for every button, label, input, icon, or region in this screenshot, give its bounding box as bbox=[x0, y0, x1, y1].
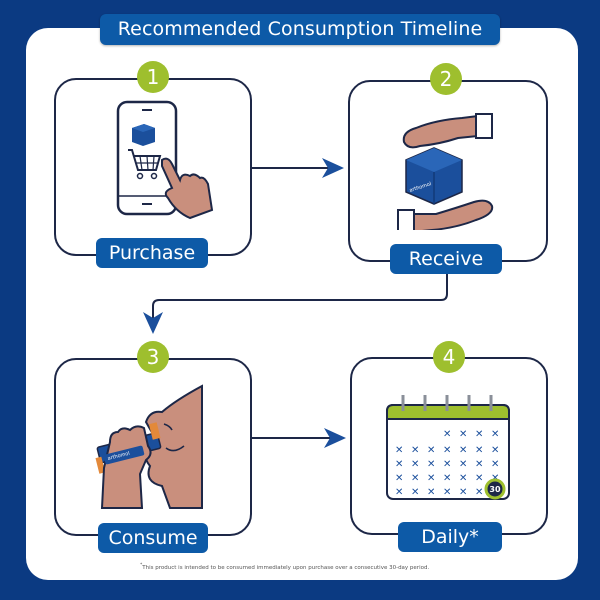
svg-text:✕: ✕ bbox=[427, 445, 435, 456]
svg-text:✕: ✕ bbox=[395, 459, 403, 470]
svg-text:✕: ✕ bbox=[491, 459, 499, 470]
svg-text:✕: ✕ bbox=[427, 459, 435, 470]
svg-text:✕: ✕ bbox=[395, 473, 403, 484]
svg-text:✕: ✕ bbox=[443, 487, 451, 498]
step-label-receive: Receive bbox=[390, 244, 502, 274]
page-title: Recommended Consumption Timeline bbox=[100, 14, 500, 45]
svg-text:✕: ✕ bbox=[427, 487, 435, 498]
svg-text:✕: ✕ bbox=[459, 445, 467, 456]
svg-text:✕: ✕ bbox=[459, 473, 467, 484]
svg-text:✕: ✕ bbox=[459, 429, 467, 440]
step-label-daily: Daily* bbox=[398, 522, 502, 552]
svg-text:✕: ✕ bbox=[411, 473, 419, 484]
svg-text:✕: ✕ bbox=[395, 445, 403, 456]
hands-box-icon: arthomol bbox=[397, 113, 494, 230]
svg-text:✕: ✕ bbox=[443, 429, 451, 440]
svg-text:✕: ✕ bbox=[475, 445, 483, 456]
svg-text:✕: ✕ bbox=[459, 487, 467, 498]
svg-text:✕: ✕ bbox=[443, 445, 451, 456]
svg-text:✕: ✕ bbox=[475, 473, 483, 484]
svg-text:30: 30 bbox=[489, 485, 501, 494]
calendar-30-days-icon: ✕ ✕ ✕ ✕ ✕ ✕ ✕ ✕ ✕ ✕ ✕ ✕ ✕ ✕ ✕ ✕ ✕ ✕ ✕ ✕ ✕ ✕ ✕ ✕ ✕ ✕ ✕ ✕ ✕ ✕ ✕ 30 bbox=[386, 395, 510, 500]
arrow-down-icon bbox=[143, 312, 163, 334]
svg-text:✕: ✕ bbox=[459, 459, 467, 470]
svg-text:arthomol: arthomol bbox=[107, 451, 130, 462]
arrow-right-icon bbox=[324, 428, 346, 448]
footnote-marker: * bbox=[140, 563, 143, 568]
svg-text:✕: ✕ bbox=[443, 459, 451, 470]
svg-text:✕: ✕ bbox=[427, 473, 435, 484]
drinking-vial-icon: arthomol bbox=[95, 384, 203, 509]
svg-text:✕: ✕ bbox=[411, 445, 419, 456]
step-label-consume: Consume bbox=[98, 523, 208, 553]
arrow-right-icon bbox=[322, 158, 344, 178]
svg-text:✕: ✕ bbox=[411, 459, 419, 470]
svg-text:✕: ✕ bbox=[475, 429, 483, 440]
footnote-text: This product is intended to be consumed … bbox=[142, 564, 430, 571]
svg-text:✕: ✕ bbox=[491, 445, 499, 456]
svg-text:✕: ✕ bbox=[443, 473, 451, 484]
step-number-badge: 4 bbox=[433, 341, 465, 373]
svg-text:✕: ✕ bbox=[475, 487, 483, 498]
svg-text:✕: ✕ bbox=[491, 429, 499, 440]
svg-text:✕: ✕ bbox=[395, 487, 403, 498]
step-label-purchase: Purchase bbox=[96, 238, 208, 268]
svg-text:✕: ✕ bbox=[475, 459, 483, 470]
phone-cart-hand-icon bbox=[116, 100, 214, 220]
footnote: *This product is intended to be consumed… bbox=[140, 563, 500, 571]
step-number-badge: 3 bbox=[137, 341, 169, 373]
svg-text:✕: ✕ bbox=[491, 473, 499, 484]
step-number-badge: 1 bbox=[137, 61, 169, 93]
step-number-badge: 2 bbox=[430, 63, 462, 95]
svg-text:✕: ✕ bbox=[411, 487, 419, 498]
